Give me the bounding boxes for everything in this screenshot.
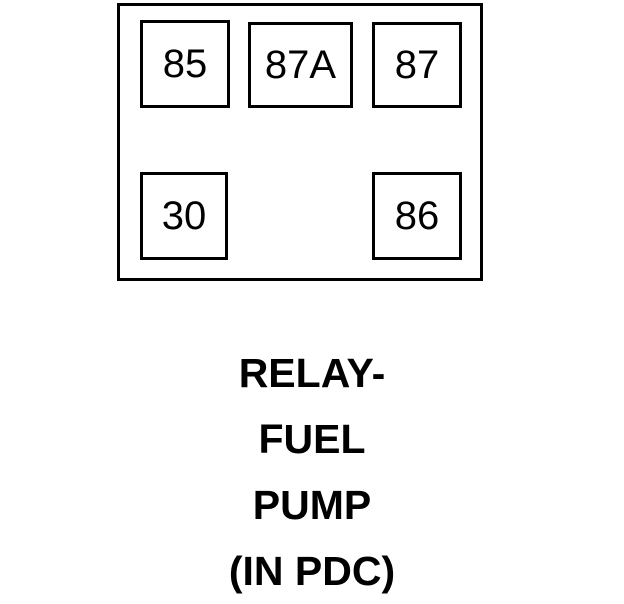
terminal-label-30: 30 (161, 194, 207, 238)
caption-line-3: PUMP (252, 482, 372, 528)
terminal-label-85: 85 (162, 42, 208, 86)
terminal-pad-87: 87 (372, 22, 462, 108)
terminal-label-86: 86 (394, 194, 440, 238)
terminal-pad-86: 86 (372, 172, 462, 260)
terminal-pad-87a: 87A (248, 22, 353, 108)
terminal-pad-30: 30 (140, 172, 228, 260)
caption-line-4: (IN PDC) (228, 548, 396, 594)
terminal-label-87: 87 (394, 43, 440, 87)
caption-line-1: RELAY- (238, 350, 386, 396)
diagram-caption: RELAY- FUEL PUMP (IN PDC) (0, 340, 624, 604)
caption-line-2: FUEL (258, 416, 366, 462)
terminal-pad-85: 85 (140, 20, 230, 108)
terminal-label-87a: 87A (264, 43, 337, 87)
